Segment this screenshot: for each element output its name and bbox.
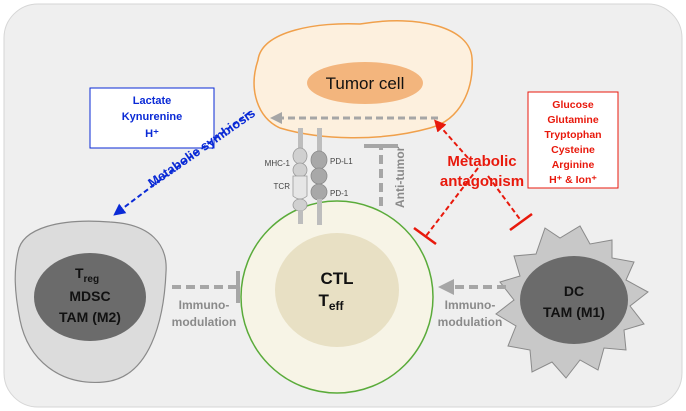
antagonism-inhibit-ctl-line bbox=[425, 167, 479, 237]
metabolite-lactate: Lactate bbox=[133, 95, 172, 107]
immunomodulation-left-label-2: modulation bbox=[172, 315, 237, 329]
treg-nucleus bbox=[34, 253, 146, 341]
ctl-label: CTL bbox=[320, 269, 353, 288]
dc-cell: DC TAM (M1) bbox=[495, 225, 649, 379]
tam-m1-label: TAM (M1) bbox=[543, 304, 605, 320]
tcr-knob bbox=[292, 198, 308, 212]
receptor-complex: MHC-1 TCR PD-L1 PD-1 bbox=[265, 128, 353, 225]
mhc-label: MHC-1 bbox=[265, 159, 291, 168]
tam-m2-label: TAM (M2) bbox=[59, 309, 121, 325]
tumor-cell: Tumor cell bbox=[253, 20, 473, 139]
antagonism-nutrients-box: Glucose Glutamine Tryptophan Cysteine Ar… bbox=[527, 91, 619, 189]
teff-label: Teff bbox=[318, 291, 344, 313]
pdl1-stem bbox=[317, 128, 322, 152]
ctl-cell: CTL Teff bbox=[240, 200, 434, 394]
nutrient-glucose: Glucose bbox=[552, 99, 594, 111]
nutrient-glutamine: Glutamine bbox=[547, 114, 599, 126]
nutrient-h-ion: H⁺ & Ion⁺ bbox=[549, 174, 597, 186]
tcr-body bbox=[292, 175, 308, 200]
metabolite-h-plus: H⁺ bbox=[145, 128, 159, 140]
mdsc-label: MDSC bbox=[69, 288, 110, 304]
nutrient-tryptophan: Tryptophan bbox=[544, 129, 601, 141]
pd1-label: PD-1 bbox=[330, 189, 349, 198]
tumor-cell-label: Tumor cell bbox=[326, 74, 405, 93]
pd1-stem bbox=[317, 199, 322, 225]
anti-tumor-label: Anti-tumor bbox=[393, 146, 407, 208]
antagonism-inhibit-dc-line bbox=[487, 175, 523, 223]
immunomodulation-left-label-1: Immuno- bbox=[179, 298, 230, 312]
pd1-knob bbox=[310, 183, 328, 201]
immunomodulation-right-label-2: modulation bbox=[438, 315, 503, 329]
tcr-label: TCR bbox=[274, 182, 291, 191]
treg-label: Treg bbox=[75, 265, 99, 285]
antagonism-inhibit-ctl-bar bbox=[413, 226, 437, 246]
mhc-knob bbox=[292, 147, 308, 165]
metabolic-antagonism-label-1: Metabolic bbox=[447, 153, 516, 170]
tumor-nucleus bbox=[307, 62, 423, 104]
pdl1-label: PD-L1 bbox=[330, 157, 353, 166]
mhc-knob-lower bbox=[292, 162, 308, 178]
symbiosis-metabolites-box: Lactate Kynurenine H⁺ bbox=[89, 87, 215, 149]
mhc-stem bbox=[298, 128, 303, 150]
symbiosis-arrow bbox=[113, 111, 251, 216]
metabolic-antagonism-label-2: antagonism bbox=[440, 173, 524, 190]
nutrient-arginine: Arginine bbox=[552, 159, 595, 171]
metabolite-kynurenine: Kynurenine bbox=[122, 111, 183, 123]
nutrient-cysteine: Cysteine bbox=[551, 144, 595, 156]
pdl1-knob bbox=[310, 150, 328, 170]
immunomodulation-right-label-1: Immuno- bbox=[445, 298, 496, 312]
dc-nucleus bbox=[520, 256, 628, 344]
ctl-nucleus bbox=[275, 233, 399, 347]
tcr-stem bbox=[298, 210, 303, 224]
pdl1-knob-lower bbox=[310, 167, 328, 185]
antagonism-inhibit-dc-bar bbox=[509, 212, 533, 232]
dc-label: DC bbox=[564, 283, 584, 299]
treg-mdsc-cell: Treg MDSC TAM (M2) bbox=[14, 220, 167, 383]
